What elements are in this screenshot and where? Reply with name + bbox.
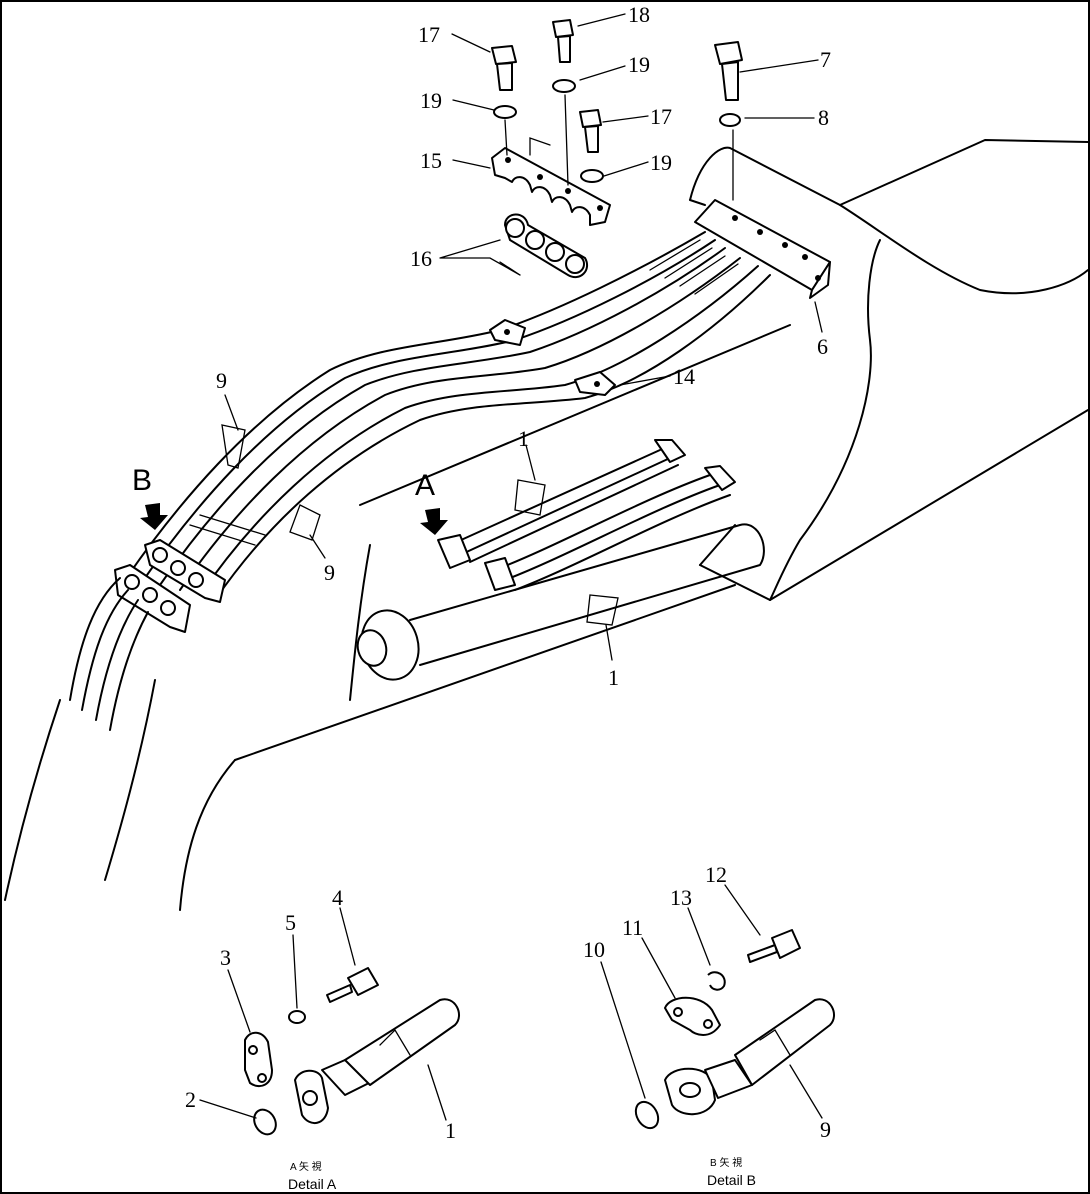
callout-17-right: 17: [650, 104, 672, 129]
washer-8: [719, 113, 741, 127]
view-marker-b: B: [132, 464, 152, 497]
detail-a-small: A 矢 視: [290, 1160, 322, 1173]
callout-12: 12: [705, 862, 727, 887]
callout-15: 15: [420, 148, 442, 173]
callout-10: 10: [583, 937, 605, 962]
view-marker-a: A: [415, 469, 435, 502]
hose-group-1: [437, 439, 736, 591]
callout-1-bottom: 1: [608, 665, 619, 690]
bolt-17-left: [491, 45, 517, 91]
washer-19-top: [552, 79, 576, 93]
callout-19-top: 19: [628, 52, 650, 77]
cushion-16: [504, 213, 588, 278]
callout-14: 14: [673, 364, 695, 389]
detail-a-caption: Detail A: [288, 1176, 337, 1192]
block-6: [694, 199, 831, 299]
callout-2: 2: [185, 1087, 196, 1112]
support-bracket-14: [489, 319, 616, 396]
callout-8: 8: [818, 105, 829, 130]
callout-1-top: 1: [518, 426, 529, 451]
hose-group-9: [124, 231, 771, 601]
callout-13: 13: [670, 885, 692, 910]
bolt-7: [714, 41, 743, 101]
callout-9-top: 9: [216, 368, 227, 393]
washer-19-left: [493, 105, 517, 119]
washer-19-right: [580, 169, 604, 183]
callout-18: 18: [628, 2, 650, 27]
view-arrow-a: [420, 508, 448, 535]
leader-clamp-a: [504, 119, 508, 156]
detail-b-caption: Detail B: [707, 1172, 756, 1188]
bolt-17-right: [579, 109, 602, 153]
leader-clamp-b: [564, 94, 569, 186]
callout-11: 11: [622, 915, 643, 940]
callout-3: 3: [220, 945, 231, 970]
callout-7: 7: [820, 47, 831, 72]
callout-5: 5: [285, 910, 296, 935]
detail-a: [199, 907, 460, 1136]
cylinder: [356, 523, 765, 681]
callout-6: 6: [817, 334, 828, 359]
clamp-15: [491, 147, 611, 226]
bolt-18: [552, 19, 574, 63]
leader-lines: [221, 13, 823, 661]
detail-b-small: B 矢 視: [710, 1156, 742, 1169]
callout-19-right: 19: [650, 150, 672, 175]
callout-4: 4: [332, 885, 343, 910]
callout-1-detail: 1: [445, 1118, 456, 1143]
callout-17-left: 17: [418, 22, 440, 47]
leader-clamp-c: [529, 137, 551, 156]
detail-b: [600, 884, 835, 1130]
callout-19-left: 19: [420, 88, 442, 113]
view-arrow-b: [140, 503, 168, 530]
callout-9-mid: 9: [324, 560, 335, 585]
callout-9-detail: 9: [820, 1117, 831, 1142]
boom-body: [4, 139, 1089, 911]
callout-16: 16: [410, 246, 432, 271]
hose-flanges-b: [69, 539, 226, 731]
